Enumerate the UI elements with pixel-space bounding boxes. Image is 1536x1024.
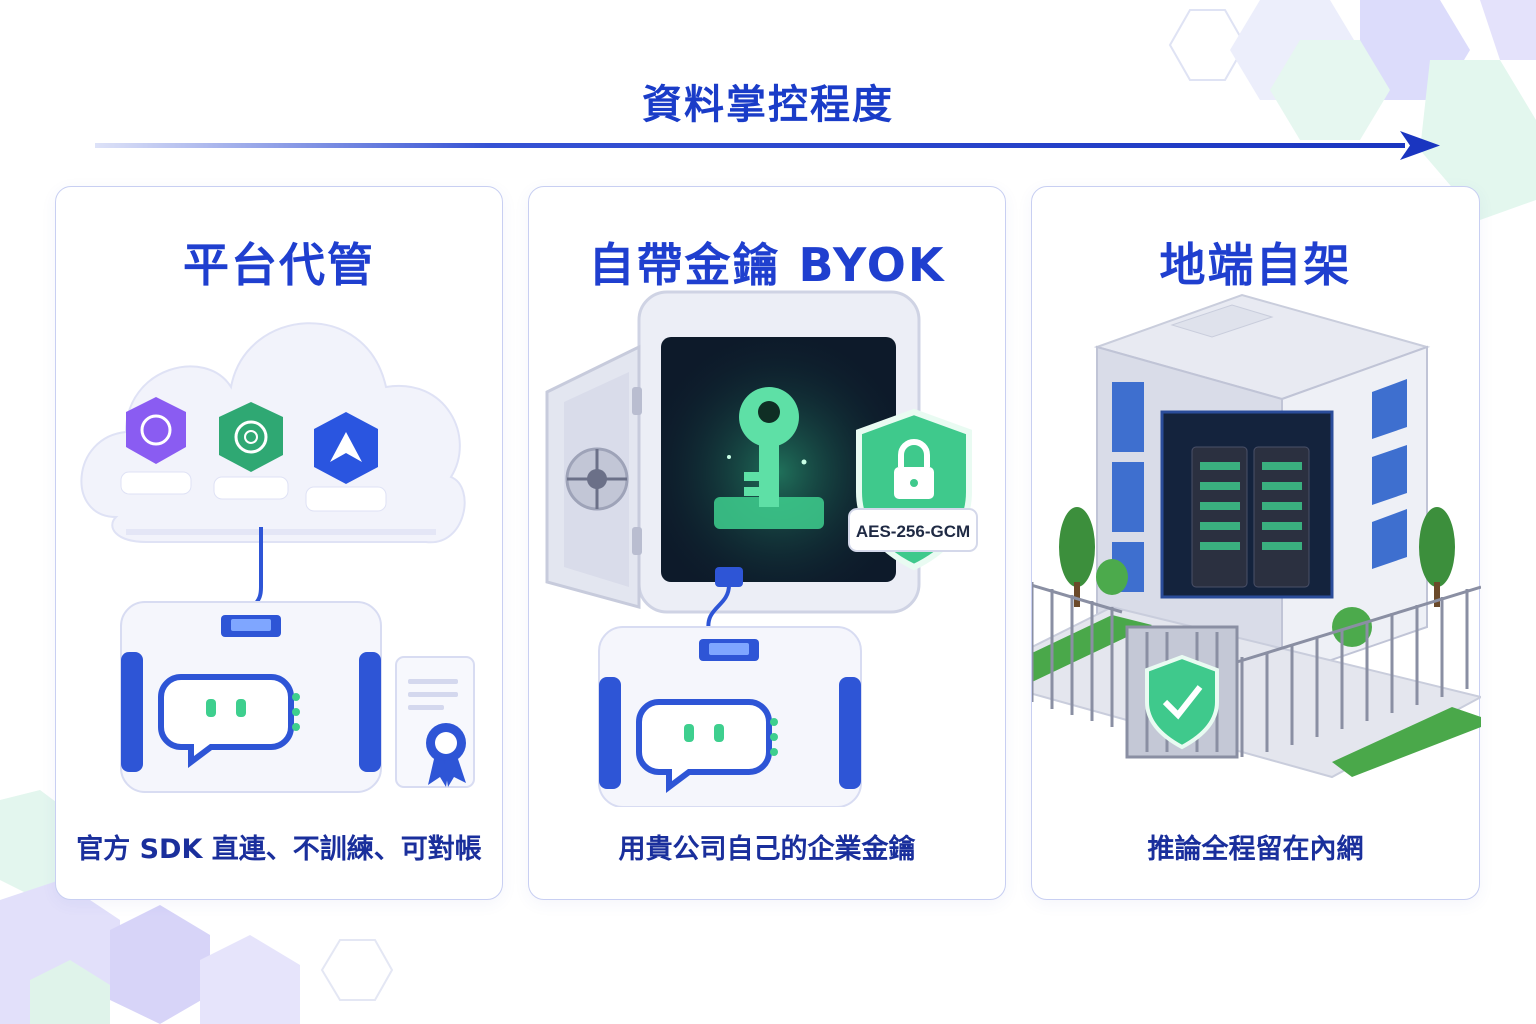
panel-caption: 用貴公司自己的企業金鑰: [618, 834, 916, 865]
chat-server-icon: [598, 626, 862, 807]
ai-model-icon-2: [213, 402, 289, 500]
encryption-badge-text: AES-256-GCM: [856, 522, 970, 541]
panel-caption: 推論全程留在內網: [1147, 834, 1364, 865]
fence-icon: [1032, 582, 1481, 757]
building-icon: [1093, 293, 1431, 679]
panel-on-prem: 地端自架: [1031, 186, 1481, 900]
ai-model-icon-1: [120, 397, 192, 495]
building-illustration: [1032, 293, 1481, 779]
panel-title: 平台代管: [183, 238, 375, 292]
key-icon: [714, 387, 824, 529]
panel-platform-managed: 平台代管: [55, 186, 503, 900]
panel-caption: 官方 SDK 直連、不訓練、可對帳: [76, 834, 482, 865]
panel-title: 自帶金鑰 BYOK: [588, 238, 946, 292]
chat-server-icon: [120, 601, 382, 793]
certificate-icon: [395, 656, 475, 788]
server-rack-icon: [1191, 446, 1310, 588]
shield-check-icon: [1145, 654, 1219, 750]
encryption-badge: AES-256-GCM: [848, 508, 978, 552]
panel-title: 地端自架: [1159, 238, 1352, 292]
control-level-arrow: [95, 131, 1440, 160]
panel-byok: 自帶金鑰 BYOK: [528, 186, 1006, 900]
control-level-title: 資料掌控程度: [642, 82, 894, 128]
ai-model-icon-3: [305, 412, 387, 512]
cloud-server-illustration: [80, 322, 475, 793]
safe-key-illustration: AES-256-GCM: [545, 290, 978, 807]
